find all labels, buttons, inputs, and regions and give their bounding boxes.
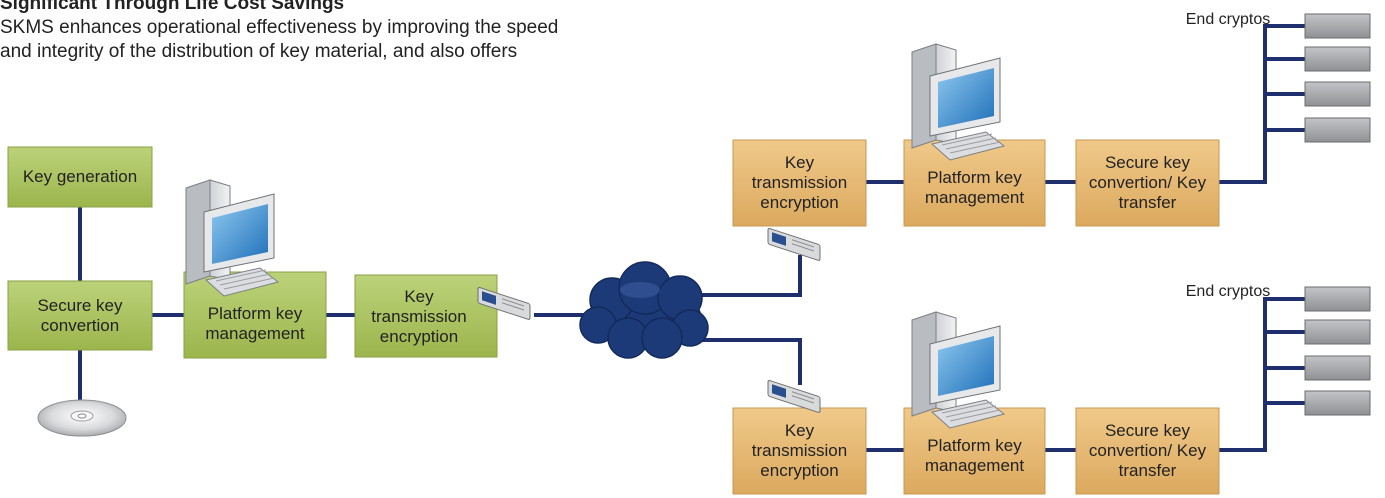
end-cryptos-label-top: End cryptos — [1185, 11, 1271, 28]
end-cryptos-label-bottom: End cryptos — [1185, 283, 1271, 300]
computer-icon-bottom — [911, 311, 1006, 429]
secure-key-transfer-label-top: Secure key convertion/ Key transfer — [1088, 153, 1207, 212]
end-crypto-unit — [1304, 319, 1371, 345]
description-line-2: and integrity of the distribution of key… — [0, 41, 518, 62]
end-crypto-unit — [1304, 81, 1371, 107]
network-cloud-icon — [579, 261, 709, 359]
end-crypto-unit — [1304, 46, 1371, 72]
key-transmission-encryption-box-bottom — [732, 407, 867, 495]
secure-key-conversion-label: Secure key convertion — [37, 295, 123, 335]
platform-key-management-label-left: Platform key management — [205, 304, 305, 343]
key-generation-box — [7, 146, 153, 208]
end-crypto-unit — [1304, 286, 1371, 312]
description-line-1: SKMS enhances operational effectiveness … — [0, 17, 559, 38]
platform-key-management-label-bottom: Platform key management — [924, 436, 1025, 475]
link-cloud-to-bottom-router — [700, 338, 802, 385]
key-transmission-encryption-label-left: Key transmission encryption — [371, 287, 467, 346]
connection-lines — [78, 24, 1305, 452]
end-crypto-units-bottom — [1304, 286, 1371, 416]
platform-key-management-label-top: Platform key management — [924, 168, 1025, 207]
link-cloud-to-top-router — [700, 255, 802, 297]
router-icon-bottom — [767, 380, 821, 413]
link-bottom-transfer-bus — [1219, 297, 1305, 452]
description-heading: Significant Through Life Cost Savings — [0, 0, 345, 14]
router-icon-top — [767, 228, 821, 261]
end-crypto-unit — [1304, 390, 1371, 416]
disc-icon — [37, 399, 127, 437]
secure-key-transfer-box-bottom — [1075, 407, 1220, 495]
key-generation-label: Key generation — [22, 167, 138, 186]
end-crypto-unit — [1304, 355, 1371, 381]
computer-icon-top — [911, 43, 1006, 161]
computer-icon-left — [185, 179, 280, 297]
secure-key-transfer-label-bottom: Secure key convertion/ Key transfer — [1088, 421, 1207, 480]
router-icon-left — [477, 287, 531, 320]
end-crypto-unit — [1304, 117, 1371, 143]
description-header: Significant Through Life Cost Savings SK… — [0, 0, 558, 64]
key-transmission-encryption-box-top — [732, 139, 867, 227]
end-crypto-unit — [1304, 13, 1371, 39]
key-transmission-encryption-label-bottom: Key transmission encryption — [751, 421, 848, 480]
key-transmission-encryption-box-left — [354, 274, 498, 358]
process-boxes — [7, 139, 1220, 495]
secure-key-conversion-box — [7, 280, 153, 351]
platform-key-management-box-bottom — [903, 407, 1046, 495]
key-transmission-encryption-label-top: Key transmission encryption — [751, 153, 848, 212]
secure-key-transfer-box-top — [1075, 139, 1220, 227]
link-top-transfer-bus — [1219, 24, 1305, 184]
end-crypto-units-top — [1304, 13, 1371, 143]
platform-key-management-box-top — [903, 139, 1046, 227]
